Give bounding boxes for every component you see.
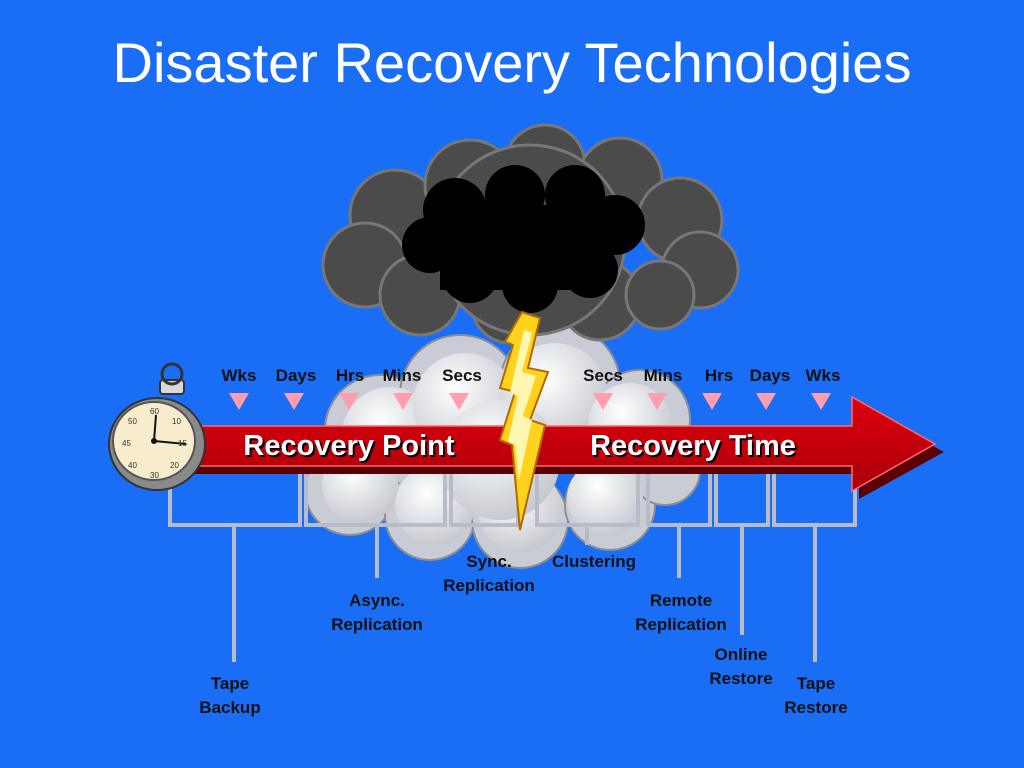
scale-markers [229, 393, 831, 410]
marker-time-hrs [702, 393, 722, 410]
scale-point-secs: Secs [442, 366, 482, 385]
lightning-bolt-icon [498, 310, 550, 531]
svg-text:20: 20 [170, 461, 179, 470]
scale-time-wks: Wks [805, 366, 841, 385]
bracket-online-restore [714, 470, 770, 527]
scale-time-mins: Mins [643, 366, 683, 385]
svg-text:60: 60 [150, 407, 159, 416]
scale-point-hrs: Hrs [335, 366, 365, 385]
marker-time-days [756, 393, 776, 410]
tech-online-restore: Online Restore [709, 645, 773, 688]
technology-brackets [168, 470, 857, 662]
svg-text:30: 30 [150, 471, 159, 480]
marker-time-mins [647, 393, 667, 410]
tech-async-replication: Async. Replication [331, 591, 423, 634]
bracket-tape-restore [772, 470, 857, 527]
scale-time-days: Days [749, 366, 791, 385]
scale-point-mins: Mins [382, 366, 422, 385]
marker-point-wks [229, 393, 249, 410]
scale-point-days: Days [275, 366, 317, 385]
marker-time-secs [593, 393, 613, 410]
tech-tape-restore: Tape Restore [784, 674, 848, 717]
scale-point-wks: Wks [221, 366, 257, 385]
marker-point-mins [393, 393, 413, 410]
marker-point-days [284, 393, 304, 410]
storm-cloud-icon [321, 123, 740, 345]
svg-text:50: 50 [128, 417, 137, 426]
scale-time-hrs: Hrs [704, 366, 734, 385]
marker-point-hrs [339, 393, 359, 410]
stopwatch-icon: 60 10 15 20 30 40 45 50 [108, 362, 206, 491]
svg-text:40: 40 [128, 461, 137, 470]
tech-clustering: Clustering [551, 552, 637, 571]
marker-point-secs [449, 393, 469, 410]
tech-remote-replication: Remote Replication [635, 591, 727, 634]
timeline-arrow [175, 395, 944, 499]
scale-time-secs: Secs [583, 366, 623, 385]
tech-sync-replication: Sync. Replication [443, 552, 535, 595]
marker-time-wks [811, 393, 831, 410]
page-title: Disaster Recovery Technologies [112, 31, 912, 94]
recovery-point-label: Recovery Point [243, 430, 455, 462]
svg-text:10: 10 [172, 417, 181, 426]
svg-text:15: 15 [178, 439, 187, 448]
svg-text:45: 45 [122, 439, 131, 448]
tech-tape-backup: Tape Backup [199, 674, 261, 717]
recovery-time-label: Recovery Time [590, 430, 796, 462]
